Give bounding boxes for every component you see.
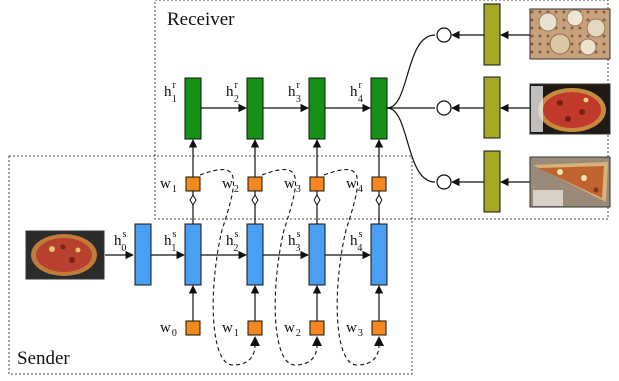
input-word-label-3: w3 <box>346 320 363 339</box>
input-word-nodes <box>185 320 387 336</box>
input-word-label-2: w2 <box>284 320 301 339</box>
sender-frame <box>8 155 413 375</box>
pizza-photo-icon <box>529 83 611 135</box>
sender-cell-0 <box>134 223 152 286</box>
message-word-node-3 <box>309 176 325 192</box>
message-word-node-4 <box>371 176 387 192</box>
candidate-encoder-1 <box>483 3 501 66</box>
food-photo-icon <box>529 8 611 60</box>
receiver-cells <box>184 77 388 140</box>
candidate-encoder-2 <box>483 76 501 139</box>
feedback-loop-2 <box>261 169 318 366</box>
score-node-2 <box>436 100 452 116</box>
candidate-encoders <box>483 3 501 213</box>
input-word-node-0 <box>185 320 201 336</box>
input-word-node-3 <box>371 320 387 336</box>
receiver-cell-2 <box>246 77 264 140</box>
sender-cell-1 <box>184 223 202 286</box>
feedback-loops <box>199 169 380 366</box>
receiver-title: Receiver <box>167 9 235 30</box>
message-word-node-1 <box>185 176 201 192</box>
message-word-node-2 <box>247 176 263 192</box>
input-word-node-2 <box>309 320 325 336</box>
message-word-label-2: w2 <box>222 176 239 195</box>
sampling-diamond-1 <box>189 194 197 206</box>
sampling-diamond-3 <box>313 194 321 206</box>
score-nodes <box>436 27 452 190</box>
target-image <box>25 230 105 280</box>
candidate-arrows <box>451 30 530 187</box>
receiver-cell-4 <box>370 77 388 140</box>
sampling-diamond-2 <box>251 194 259 206</box>
feedback-loop-3 <box>323 169 380 366</box>
candidate-encoder-3 <box>483 150 501 213</box>
feedback-loop-1 <box>199 169 256 366</box>
message-word-label-4: w4 <box>346 176 363 195</box>
input-word-arrows <box>188 285 384 321</box>
input-word-labels: w0 w1 w2 w3 <box>160 320 363 339</box>
sender-cell-3 <box>308 223 326 286</box>
input-word-label-0: w0 <box>160 320 177 339</box>
input-word-node-1 <box>247 320 263 336</box>
message-word-labels: w1 w2 w3 w4 <box>160 176 363 195</box>
message-word-label-1: w1 <box>160 176 177 195</box>
feedback-arrowheads <box>250 336 384 346</box>
sender-title: Sender <box>17 348 70 369</box>
message-word-label-3: w3 <box>284 176 301 195</box>
receiver-output-branches <box>386 34 436 183</box>
sender-cell-2 <box>246 223 264 286</box>
receiver-cell-1 <box>184 77 202 140</box>
pizza-slice-photo-icon <box>529 156 611 208</box>
sender-cell-4 <box>370 223 388 286</box>
receiver-cell-3 <box>308 77 326 140</box>
sampling-diamonds <box>189 194 383 206</box>
score-node-3 <box>436 174 452 190</box>
sampling-diamond-4 <box>375 194 383 206</box>
score-node-1 <box>436 27 452 43</box>
input-word-label-1: w1 <box>222 320 239 339</box>
